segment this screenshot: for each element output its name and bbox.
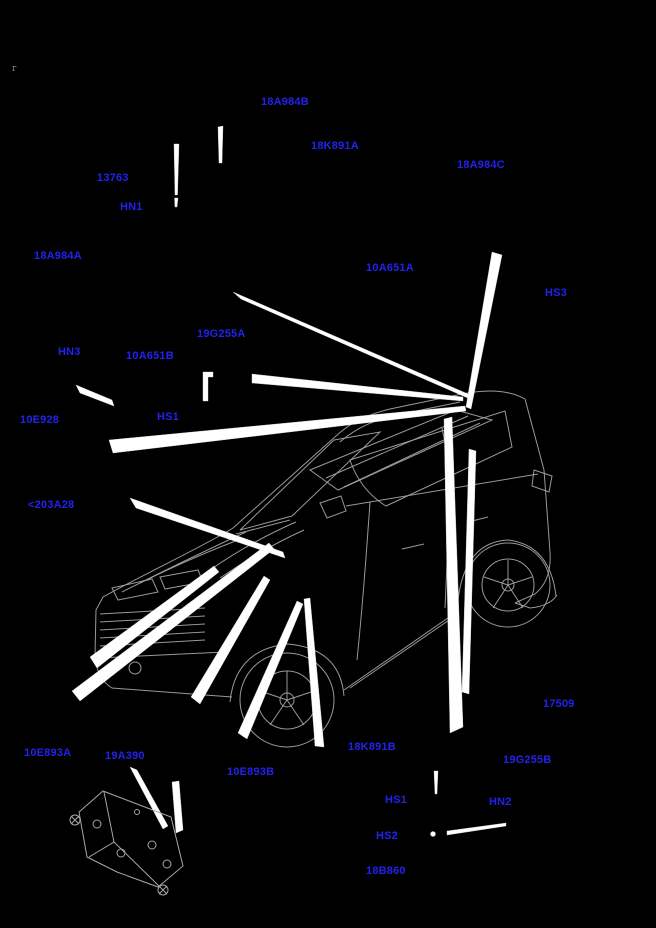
part-label-18B860-23[interactable]: 18B860	[366, 865, 406, 877]
bracket-part	[69, 790, 184, 896]
strip-diag-center-1	[190, 575, 271, 705]
part-label-HN1-4[interactable]: HN1	[120, 201, 143, 213]
strip-bottom-small	[433, 770, 439, 795]
part-label-10E893A-15[interactable]: 10E893A	[24, 747, 72, 759]
strip-roof-short	[251, 373, 464, 402]
part-label-19G255A-8[interactable]: 19G255A	[197, 328, 246, 340]
part-label-HN3-9[interactable]: HN3	[58, 346, 81, 358]
part-label-17509-14[interactable]: 17509	[543, 698, 575, 710]
stray-mark: r	[12, 64, 17, 74]
strip-vertical-center	[303, 597, 325, 748]
strip-horizontal-long	[108, 405, 467, 454]
part-label-203A28-13[interactable]: <203A28	[28, 499, 75, 511]
screw-2	[157, 884, 169, 896]
part-label-18K891B-18[interactable]: 18K891B	[348, 741, 396, 753]
strip-bracket-2	[171, 780, 184, 834]
part-label-10E928-12[interactable]: 10E928	[20, 414, 60, 426]
strip-bpillar-vertical	[443, 416, 464, 734]
rear-wheel	[465, 542, 551, 628]
strip-hook	[202, 371, 214, 402]
washer-bottom	[430, 831, 436, 837]
strip-top-small-1b	[174, 197, 179, 208]
strip-diag-left-2	[89, 565, 220, 669]
strip-small-left	[75, 384, 115, 407]
part-label-13763-3[interactable]: 13763	[97, 172, 129, 184]
strip-bracket-1	[129, 766, 169, 830]
part-label-HN2-21[interactable]: HN2	[489, 796, 512, 808]
part-label-10E893B-17[interactable]: 10E893B	[227, 766, 275, 778]
trim-strips	[71, 125, 507, 837]
part-label-10A651B-10[interactable]: 10A651B	[126, 350, 174, 362]
part-label-18A984C-2[interactable]: 18A984C	[457, 159, 505, 171]
strip-top-small-1	[173, 143, 180, 196]
strip-top-small-2	[217, 125, 224, 164]
part-label-HS1-20[interactable]: HS1	[385, 794, 407, 806]
strip-right-tall	[465, 251, 503, 410]
part-label-HS3-7[interactable]: HS3	[545, 287, 567, 299]
part-label-18K891A-1[interactable]: 18K891A	[311, 140, 359, 152]
part-label-HS2-22[interactable]: HS2	[376, 830, 398, 842]
part-label-HS1-11[interactable]: HS1	[157, 411, 179, 423]
part-label-18A984B-0[interactable]: 18A984B	[261, 96, 309, 108]
part-label-19G255B-19[interactable]: 19G255B	[503, 754, 552, 766]
part-label-19A390-16[interactable]: 19A390	[105, 750, 145, 762]
strip-diag-center-2	[237, 600, 304, 740]
strip-windshield	[129, 497, 286, 559]
strip-bottom-rod	[446, 822, 507, 836]
part-label-10A651A-6[interactable]: 10A651A	[366, 262, 414, 274]
strip-diag-lower-left	[71, 542, 275, 702]
strip-right-vertical	[461, 448, 477, 695]
screw-1	[69, 814, 81, 826]
part-label-18A984A-5[interactable]: 18A984A	[34, 250, 82, 262]
